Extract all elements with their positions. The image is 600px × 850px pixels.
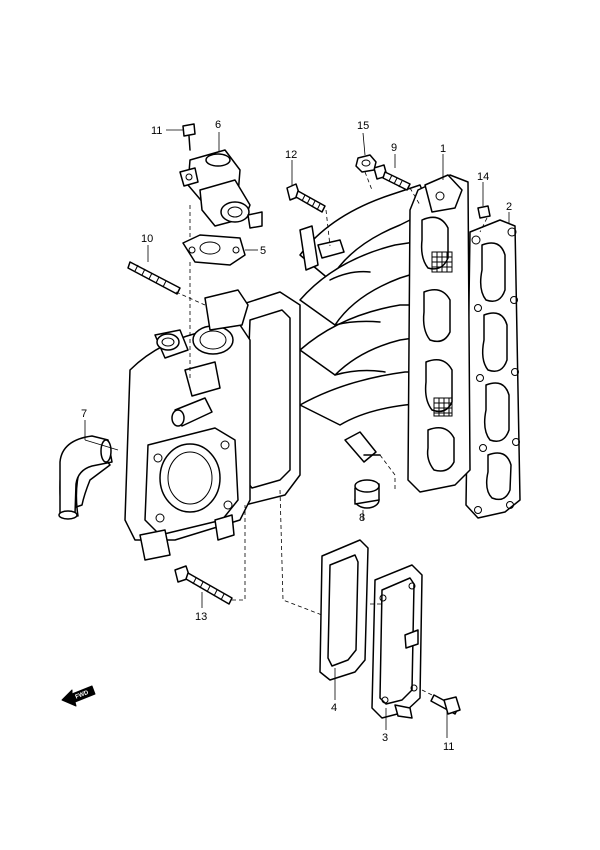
part-5-valve-gasket xyxy=(182,234,246,266)
callout-3: 3 xyxy=(382,732,388,744)
callout-13: 13 xyxy=(195,611,207,623)
callout-10: 10 xyxy=(141,233,153,245)
callout-5: 5 xyxy=(260,245,266,257)
part-10-stud xyxy=(127,261,181,295)
part-11-bolt-bottom xyxy=(430,694,461,715)
callout-2: 2 xyxy=(506,201,512,213)
part-4-cover-gasket xyxy=(319,539,369,681)
part-6-iac-valve xyxy=(179,149,263,229)
leader-lines xyxy=(84,129,510,738)
callout-7: 7 xyxy=(81,408,87,420)
part-8-grommet xyxy=(354,479,380,509)
throttle-body-housing xyxy=(124,289,301,561)
part-13-bolt xyxy=(174,565,233,605)
part-7-hose xyxy=(58,435,113,520)
callout-9: 9 xyxy=(391,142,397,154)
assembly-lines xyxy=(175,171,488,696)
part-2-manifold-gasket xyxy=(465,219,521,519)
callout-14: 14 xyxy=(477,171,489,183)
callout-12: 12 xyxy=(285,149,297,161)
callout-labels: 11 6 15 9 12 1 14 2 10 5 7 8 13 4 3 11 xyxy=(81,119,512,753)
part-9-bolt xyxy=(373,164,411,191)
callout-6: 6 xyxy=(215,119,221,131)
part-11-bolt-top xyxy=(182,123,196,151)
callout-4: 4 xyxy=(331,702,337,714)
callout-1: 1 xyxy=(440,143,446,155)
part-15-nut xyxy=(355,154,377,173)
callout-11-bottom: 11 xyxy=(443,741,454,753)
part-12-bolt xyxy=(286,183,326,213)
part-14-dowel xyxy=(477,205,491,219)
forward-arrow-icon: FWD xyxy=(61,685,96,707)
part-1-intake-manifold xyxy=(299,174,471,493)
fwd-label: FWD xyxy=(75,690,91,701)
callout-11-top: 11 xyxy=(151,125,162,137)
callout-15: 15 xyxy=(357,120,369,132)
part-3-cover-plate xyxy=(371,564,423,719)
callout-8: 8 xyxy=(359,512,365,524)
